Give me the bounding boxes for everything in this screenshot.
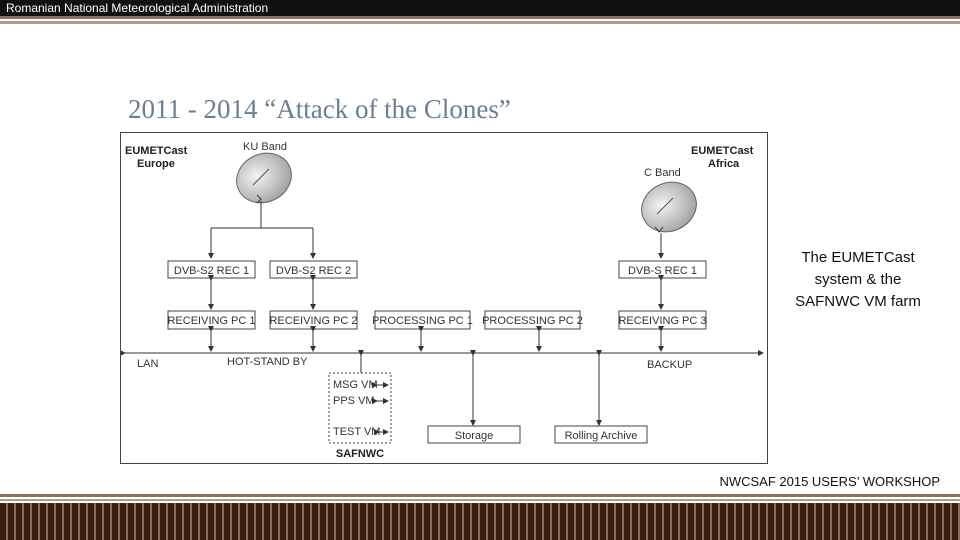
- footer-decorative-band: [0, 503, 960, 540]
- caption-line: system & the: [814, 271, 902, 288]
- footer-rule-1: [0, 494, 960, 497]
- slide-title: 2011 - 2014 “Attack of the Clones”: [128, 94, 511, 124]
- network-diagram: EUMETCast Europe EUMETCast Africa KU Ban…: [120, 132, 768, 464]
- ku-band-label: KU Band: [243, 141, 287, 153]
- lan-label: LAN: [137, 358, 158, 370]
- c-band-label: C Band: [644, 167, 681, 179]
- vm-item: PPS VM: [333, 395, 375, 407]
- caption-line: SAFNWC VM farm: [795, 293, 921, 310]
- eumetcast-africa-label-line2: Africa: [708, 158, 740, 170]
- vm-item: TEST VM: [333, 426, 380, 438]
- receiver-node: DVB-S2 REC 1: [174, 265, 249, 277]
- safnwc-label: SAFNWC: [336, 448, 384, 460]
- eumetcast-europe-label-line2: Europe: [137, 158, 175, 170]
- header-rule-2: [0, 21, 960, 24]
- satellite-dish-icon: [641, 181, 697, 233]
- footer-workshop-label: NWCSAF 2015 USERS’ WORKSHOP: [719, 474, 940, 489]
- satellite-dish-icon: [236, 152, 292, 204]
- header-org-bar: Romanian National Meteorological Adminis…: [0, 0, 960, 16]
- receiver-node: DVB-S2 REC 2: [276, 265, 351, 277]
- pc-node: RECEIVING PC 3: [618, 315, 706, 327]
- header-org-name: Romanian National Meteorological Adminis…: [6, 1, 269, 15]
- pc-node: PROCESSING PC 1: [372, 315, 473, 327]
- footer-rule-2: [0, 499, 960, 501]
- slide-caption: The EUMETCast system & the SAFNWC VM far…: [784, 247, 932, 313]
- backup-label: BACKUP: [647, 359, 692, 371]
- pc-node: RECEIVING PC 2: [269, 315, 357, 327]
- eumetcast-africa-label-line1: EUMETCast: [691, 145, 754, 157]
- diagram-canvas: EUMETCast Europe EUMETCast Africa KU Ban…: [121, 141, 764, 460]
- caption-line: The EUMETCast: [801, 249, 915, 266]
- pc-node: RECEIVING PC 1: [167, 315, 255, 327]
- vm-item: MSG VM: [333, 379, 378, 391]
- pc-node: PROCESSING PC 2: [482, 315, 583, 327]
- receiver-node: DVB-S REC 1: [628, 265, 697, 277]
- rolling-archive-node: Rolling Archive: [565, 430, 638, 442]
- header-rule-1: [0, 16, 960, 19]
- eumetcast-europe-label-line1: EUMETCast: [125, 145, 188, 157]
- storage-node: Storage: [455, 430, 494, 442]
- hot-standby-label: HOT-STAND BY: [227, 356, 308, 368]
